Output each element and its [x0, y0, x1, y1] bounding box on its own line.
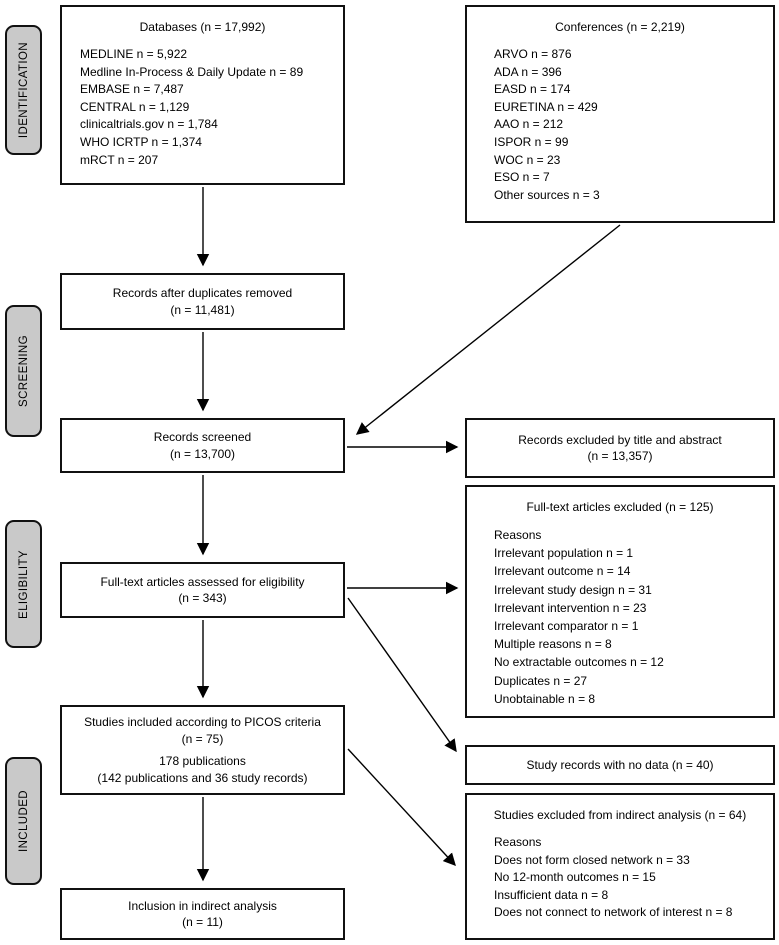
- list-item: Insufficient data n = 8: [494, 887, 609, 902]
- box-text: (142 publications and 36 study records): [97, 770, 308, 785]
- indirect-excluded-box: Studies excluded from indirect analysis …: [465, 793, 775, 940]
- stage-included: INCLUDED: [5, 757, 42, 885]
- box-text: 178 publications: [159, 754, 246, 768]
- list-item: ADA n = 396: [494, 64, 562, 79]
- databases-title: Databases (n = 17,992): [139, 20, 266, 34]
- list-item: EMBASE n = 7,487: [80, 82, 184, 97]
- stage-label: IDENTIFICATION: [17, 41, 30, 139]
- databases-box: Databases (n = 17,992) MEDLINE n = 5,922…: [60, 5, 345, 185]
- box-count: (n = 13,357): [587, 449, 653, 463]
- stage-identification: IDENTIFICATION: [5, 25, 42, 155]
- box-text: Records after duplicates removed: [112, 286, 293, 300]
- stage-eligibility: ELIGIBILITY: [5, 520, 42, 648]
- box-text: Study records with no data (n = 40): [526, 757, 714, 772]
- fulltext-excluded-box: Full-text articles excluded (n = 125) Re…: [465, 485, 775, 718]
- list-item: Irrelevant intervention n = 23: [494, 600, 647, 615]
- box-count: (n = 75): [181, 731, 224, 746]
- list-item: clinicaltrials.gov n = 1,784: [80, 117, 218, 132]
- list-item: Multiple reasons n = 8: [494, 637, 612, 652]
- list-item: Does not form closed network n = 33: [494, 852, 690, 867]
- box-count: (n = 343): [178, 591, 227, 605]
- list-item: ESO n = 7: [494, 170, 550, 185]
- list-item: AAO n = 212: [494, 117, 564, 132]
- list-item: No extractable outcomes n = 12: [494, 655, 664, 670]
- picos-text: Studies included according to PICOS crit…: [84, 714, 321, 786]
- list-item: Irrelevant comparator n = 1: [494, 619, 639, 634]
- list-item: WHO ICRTP n = 1,374: [80, 134, 202, 149]
- list-item: Irrelevant study design n = 31: [494, 582, 652, 597]
- list-item: Reasons: [494, 835, 542, 849]
- conferences-title: Conferences (n = 2,219): [555, 20, 685, 34]
- list-item: MEDLINE n = 5,922: [80, 47, 188, 61]
- box-text: Studies included according to PICOS crit…: [84, 715, 321, 729]
- list-item: EASD n = 174: [494, 82, 571, 97]
- list-item: Reasons: [494, 528, 542, 542]
- list-item: Does not connect to network of interest …: [494, 905, 733, 920]
- picos-included-box: Studies included according to PICOS crit…: [60, 705, 345, 795]
- no-data-box: Study records with no data (n = 40): [465, 745, 775, 785]
- list-item: mRCT n = 207: [80, 152, 159, 167]
- list-item: Irrelevant population n = 1: [494, 546, 634, 561]
- stage-label: SCREENING: [17, 335, 30, 407]
- fulltext-excluded-title: Full-text articles excluded (n = 125): [526, 500, 714, 514]
- list-item: Unobtainable n = 8: [494, 691, 596, 706]
- indirect-inclusion-box: Inclusion in indirect analysis (n = 11): [60, 888, 345, 940]
- list-item: EURETINA n = 429: [494, 99, 598, 114]
- box-text: Records excluded by title and abstract: [518, 432, 722, 447]
- stage-label: INCLUDED: [17, 790, 30, 852]
- list-item: Other sources n = 3: [494, 187, 600, 202]
- indirect-excluded-title: Studies excluded from indirect analysis …: [493, 808, 747, 822]
- list-item: Medline In-Process & Daily Update n = 89: [80, 64, 304, 79]
- list-item: WOC n = 23: [494, 152, 561, 167]
- records-screened-box: Records screened (n = 13,700): [60, 418, 345, 473]
- box-text: Full-text articles assessed for eligibil…: [100, 574, 305, 589]
- list-item: Irrelevant outcome n = 14: [494, 564, 631, 579]
- stage-screening: SCREENING: [5, 305, 42, 437]
- list-item: Duplicates n = 27: [494, 673, 588, 688]
- box-count: (n = 13,700): [169, 446, 236, 461]
- records-excluded-box: Records excluded by title and abstract (…: [465, 418, 775, 478]
- box-count: (n = 11): [182, 915, 223, 929]
- list-item: No 12-month outcomes n = 15: [494, 870, 656, 885]
- stage-label: ELIGIBILITY: [17, 549, 30, 619]
- box-count: (n = 11,481): [170, 302, 235, 317]
- fulltext-assessed-box: Full-text articles assessed for eligibil…: [60, 562, 345, 618]
- list-item: ISPOR n = 99: [494, 134, 569, 149]
- list-item: ARVO n = 876: [494, 47, 572, 61]
- list-item: CENTRAL n = 1,129: [80, 99, 190, 114]
- box-text: Inclusion in indirect analysis: [128, 898, 277, 913]
- duplicates-removed-box: Records after duplicates removed (n = 11…: [60, 273, 345, 330]
- box-text: Records screened: [153, 430, 252, 444]
